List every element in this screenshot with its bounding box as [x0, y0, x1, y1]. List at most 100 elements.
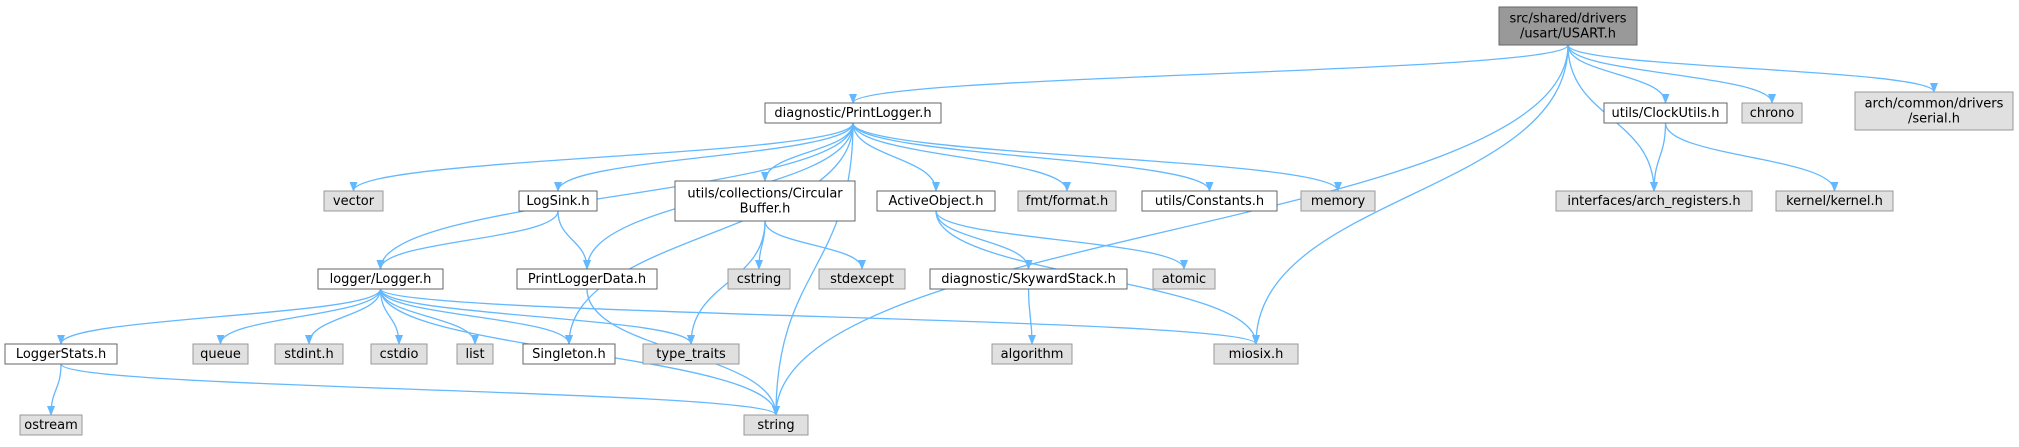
node-typetraits-box: [642, 343, 740, 365]
edge-printlogger-to-string: [772, 122, 854, 416]
node-stdexcept: stdexcept: [818, 268, 906, 290]
edge-logsink-to-logger: [376, 210, 559, 270]
edge-loggerstats-to-ostream: [47, 363, 62, 416]
node-printlogger-box: [764, 102, 942, 124]
node-queue-label-line-0: queue: [200, 347, 241, 362]
node-vector-label-line-0: vector: [333, 194, 375, 209]
node-memory: memory: [1300, 190, 1376, 212]
node-cstring-box: [727, 268, 791, 290]
node-logsink-label-line-0: LogSink.h: [526, 194, 589, 209]
node-atomic: atomic: [1152, 268, 1216, 290]
node-activeobject[interactable]: ActiveObject.h: [876, 190, 996, 212]
node-chrono-label-line-0: chrono: [1750, 106, 1795, 121]
node-printloggerdata-box: [516, 268, 658, 290]
edge-layer: [47, 44, 1938, 416]
node-ostream-label-line-0: ostream: [24, 418, 78, 433]
node-logsink[interactable]: LogSink.h: [518, 190, 598, 212]
edge-logger-to-cstdio: [379, 288, 403, 345]
edge-logger-to-queue: [216, 288, 382, 345]
node-archregs-box: [1555, 190, 1753, 212]
node-clockutils[interactable]: utils/ClockUtils.h: [1603, 102, 1728, 124]
edge-printlogger-to-fmtformat: [852, 122, 1071, 192]
node-kernel: kernel/kernel.h: [1775, 190, 1894, 212]
node-usart-label-line-1: /usart/USART.h: [1520, 27, 1616, 42]
edge-logger-to-loggerstats: [57, 288, 382, 345]
node-cstdio-label-line-0: cstdio: [380, 347, 419, 362]
node-ostream-box: [19, 414, 83, 436]
edge-printlogger-to-logsink: [554, 122, 854, 192]
node-algorithm-label-line-0: algorithm: [1001, 347, 1064, 362]
node-algorithm: algorithm: [991, 343, 1073, 365]
node-constants-label-line-0: utils/Constants.h: [1155, 194, 1264, 209]
edge-printlogger-to-singleton: [565, 122, 854, 345]
node-queue: queue: [192, 343, 249, 365]
node-loggerstats[interactable]: LoggerStats.h: [4, 343, 118, 365]
node-usart-box: [1498, 6, 1638, 46]
node-cstdio-box: [370, 343, 428, 365]
node-serial-box: [1854, 91, 2014, 131]
edge-usart-to-printlogger: [849, 44, 1569, 104]
node-chrono: chrono: [1741, 102, 1803, 124]
node-fmtformat: fmt/format.h: [1017, 190, 1117, 212]
node-circbuf-box: [674, 180, 856, 222]
node-singleton[interactable]: Singleton.h: [522, 343, 616, 365]
node-ostream: ostream: [19, 414, 83, 436]
node-usart[interactable]: src/shared/drivers/usart/USART.h: [1498, 6, 1638, 46]
node-skyward[interactable]: diagnostic/SkywardStack.h: [929, 268, 1128, 290]
node-skyward-label-line-0: diagnostic/SkywardStack.h: [941, 272, 1116, 287]
edge-usart-to-miosix: [1252, 44, 1569, 345]
node-fmtformat-box: [1017, 190, 1117, 212]
edge-skyward-to-algorithm: [1027, 288, 1036, 345]
node-vector-box: [323, 190, 384, 212]
edge-clockutils-to-archregs: [1650, 122, 1667, 192]
node-string: string: [743, 414, 809, 436]
edge-usart-to-serial: [1567, 44, 1938, 93]
node-atomic-box: [1152, 268, 1216, 290]
node-kernel-label-line-0: kernel/kernel.h: [1786, 194, 1883, 209]
node-stdexcept-box: [818, 268, 906, 290]
node-cstdio: cstdio: [370, 343, 428, 365]
edge-circbuf-to-cstring: [755, 220, 766, 270]
node-logger[interactable]: logger/Logger.h: [317, 268, 444, 290]
node-archregs: interfaces/arch_registers.h: [1555, 190, 1753, 212]
node-serial: arch/common/drivers/serial.h: [1854, 91, 2014, 131]
node-typetraits-label-line-0: type_traits: [656, 347, 726, 362]
node-vector: vector: [323, 190, 384, 212]
node-queue-box: [192, 343, 249, 365]
node-serial-label-line-1: /serial.h: [1908, 112, 1960, 127]
edge-logger-to-stdint: [305, 288, 382, 345]
edge-logger-to-miosix: [379, 288, 1260, 345]
node-singleton-label-line-0: Singleton.h: [532, 347, 606, 362]
edge-printlogger-to-logger: [376, 122, 854, 270]
node-constants[interactable]: utils/Constants.h: [1141, 190, 1278, 212]
node-logger-box: [317, 268, 444, 290]
node-miosix-label-line-0: miosix.h: [1229, 347, 1284, 362]
edge-printlogger-to-activeobject: [852, 122, 940, 192]
node-kernel-box: [1775, 190, 1894, 212]
node-stdint-label-line-0: stdint.h: [284, 347, 333, 362]
node-cstring-label-line-0: cstring: [737, 272, 781, 287]
edge-usart-to-chrono: [1567, 44, 1776, 104]
node-fmtformat-label-line-0: fmt/format.h: [1026, 194, 1108, 209]
node-logsink-box: [518, 190, 598, 212]
node-memory-label-line-0: memory: [1311, 194, 1366, 209]
node-miosix-box: [1213, 343, 1299, 365]
node-clockutils-box: [1603, 102, 1728, 124]
node-atomic-label-line-0: atomic: [1162, 272, 1206, 287]
node-loggerstats-box: [4, 343, 118, 365]
node-singleton-box: [522, 343, 616, 365]
edge-usart-to-clockutils: [1567, 44, 1670, 104]
node-stdint: stdint.h: [274, 343, 344, 365]
edge-printlogger-to-vector: [349, 122, 854, 192]
node-stdexcept-label-line-0: stdexcept: [830, 272, 894, 287]
node-printloggerdata[interactable]: PrintLoggerData.h: [516, 268, 658, 290]
edge-loggerstats-to-string: [60, 363, 780, 416]
edge-activeobject-to-skyward: [935, 210, 1033, 270]
edge-logsink-to-printloggerdata: [557, 210, 591, 270]
node-usart-label-line-0: src/shared/drivers: [1509, 12, 1626, 27]
node-stdint-box: [274, 343, 344, 365]
node-cstring: cstring: [727, 268, 791, 290]
node-circbuf-label-line-1: Buffer.h: [740, 202, 791, 217]
node-printlogger[interactable]: diagnostic/PrintLogger.h: [764, 102, 942, 124]
